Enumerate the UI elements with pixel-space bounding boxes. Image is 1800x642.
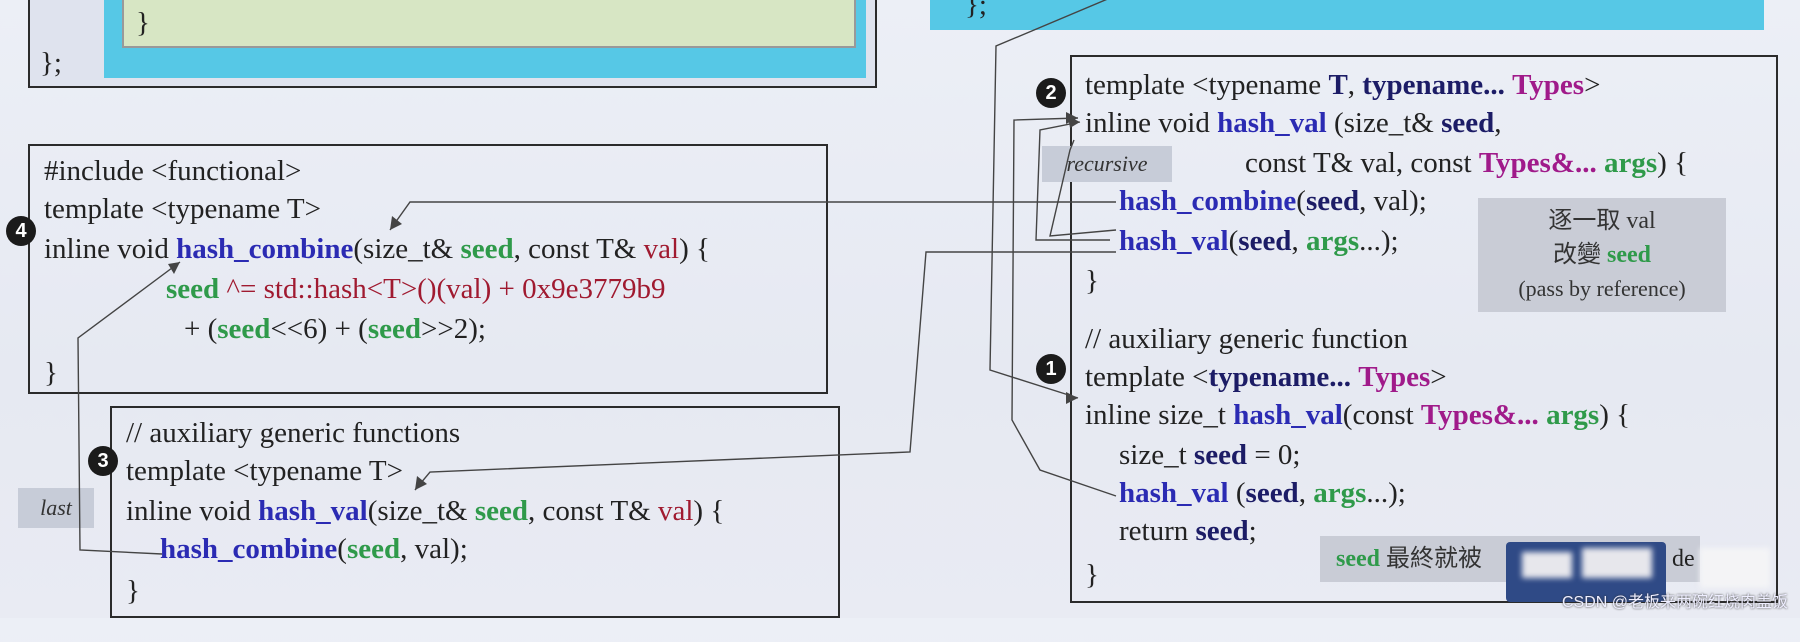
template-line: template <typename T>	[44, 193, 321, 225]
combine-call-line: hash_combine(seed, val);	[160, 533, 468, 565]
closing-brace: }	[126, 575, 140, 607]
signature-line: inline void hash_val (size_t& seed,	[1085, 107, 1502, 139]
closing-brace-2: }	[1085, 559, 1099, 591]
comment-line: // auxiliary generic function	[1085, 323, 1408, 355]
note-line-1: 逐一取 val	[1548, 208, 1656, 234]
closing-brace: }	[1085, 265, 1099, 297]
watermark: CSDN @老板来两碗红烧肉盖饭	[1561, 594, 1788, 611]
hash-combine-code: #include <functional> template <typename…	[44, 152, 710, 418]
variadic-hash-val-box	[1070, 55, 1778, 603]
blurred-patch-1	[1522, 552, 1572, 578]
signature-cont-line: const T& val, const Types&... args) {	[1245, 147, 1688, 179]
top-left-inner-panel	[122, 0, 856, 48]
connector-arrows	[77, 0, 1117, 555]
note-line-2: 改變 seed	[1553, 242, 1651, 268]
step-1-badge: 1	[1036, 354, 1066, 384]
top-left-close: };	[40, 47, 62, 79]
recursive-call-line: hash_val(seed, args...);	[1119, 225, 1399, 257]
combine-call-line: hash_combine(seed, val);	[1119, 185, 1427, 217]
seed-shift-line: + (seed<<6) + (seed>>2);	[184, 313, 486, 345]
seed-init-line: size_t seed = 0;	[1119, 439, 1301, 471]
signature-line: inline void hash_combine(size_t& seed, c…	[44, 233, 710, 265]
explanation-note: 逐一取 val 改變 seed (pass by reference)	[1478, 198, 1726, 312]
blurred-patch-2	[1582, 548, 1652, 578]
template-line: template <typename T, typename... Types>	[1085, 69, 1601, 101]
seed-xor-line: seed ^= std::hash<T>()(val) + 0x9e3779b9	[166, 273, 666, 305]
include-line: #include <functional>	[44, 155, 302, 187]
step-2-badge: 2	[1036, 78, 1066, 108]
step-3-badge: 3	[88, 446, 118, 476]
bottom-note-tail: de	[1672, 546, 1695, 572]
blurred-patch-3	[1700, 548, 1770, 588]
closing-brace: }	[44, 357, 58, 389]
top-right-close: };	[965, 0, 987, 21]
comment-line: // auxiliary generic functions	[126, 417, 461, 449]
hash-val-last-box	[110, 406, 840, 618]
top-left-brace: }	[136, 7, 150, 39]
note-line-3: (pass by reference)	[1518, 276, 1686, 301]
variadic-code: template <typename T, typename... Types>…	[1085, 66, 1688, 598]
last-tag: last	[18, 488, 94, 528]
template-line: template <typename T>	[126, 455, 403, 487]
hash-val-last-code: // auxiliary generic functions template …	[126, 414, 724, 642]
hash-val-call-line: hash_val (seed, args...);	[1119, 477, 1406, 509]
signature-line: inline void hash_val(size_t& seed, const…	[126, 495, 725, 527]
return-line: return seed;	[1119, 515, 1257, 547]
signature2-line: inline size_t hash_val(const Types&... a…	[1085, 399, 1631, 431]
template2-line: template <typename... Types>	[1085, 361, 1447, 393]
hash-combine-box	[28, 144, 828, 394]
step-4-badge: 4	[6, 216, 36, 246]
